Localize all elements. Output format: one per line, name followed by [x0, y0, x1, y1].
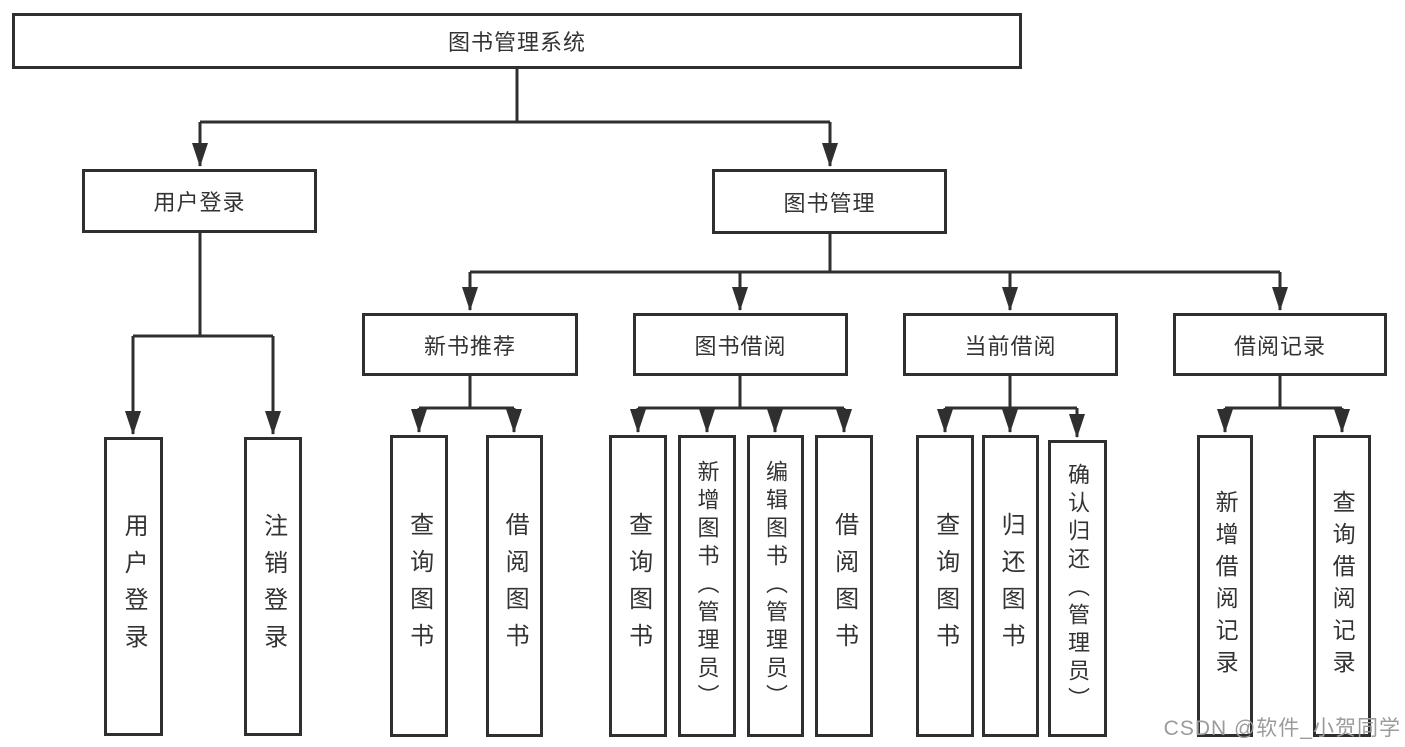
- node-label: 用户登录: [153, 190, 246, 215]
- node-new-book-recommend: 新书推荐: [362, 313, 578, 376]
- leaf-logout: 注销登录: [244, 437, 302, 736]
- node-label: 当前借阅: [964, 333, 1057, 359]
- leaf-edit-book-admin: 编辑图书（管理员）: [747, 435, 804, 737]
- leaf-add-book-admin: 新增图书（管理员）: [678, 435, 736, 737]
- leaf-label: 用户登录: [120, 512, 148, 661]
- leaf-label: 查询图书: [624, 512, 652, 660]
- leaf-label: 编辑图书（管理员）: [763, 460, 789, 712]
- leaf-query-book-1: 查询图书: [390, 435, 448, 737]
- leaf-return-book: 归还图书: [982, 435, 1039, 737]
- leaf-label: 借阅图书: [830, 512, 858, 660]
- leaf-label: 查询图书: [405, 512, 433, 660]
- leaf-label: 查询图书: [931, 512, 959, 660]
- leaf-borrow-book-1: 借阅图书: [486, 435, 543, 737]
- leaf-label: 新增借阅记录: [1212, 490, 1239, 682]
- node-library-management-system: 图书管理系统: [12, 13, 1022, 69]
- leaf-query-borrow-record: 查询借阅记录: [1313, 435, 1371, 737]
- leaf-add-borrow-record: 新增借阅记录: [1197, 435, 1253, 737]
- leaf-query-book-2: 查询图书: [609, 435, 667, 737]
- node-user-login: 用户登录: [82, 169, 317, 233]
- leaf-label: 查询借阅记录: [1329, 490, 1356, 682]
- leaf-label: 确认归还（管理员）: [1065, 462, 1091, 715]
- leaf-label: 新增图书（管理员）: [694, 460, 720, 712]
- leaf-query-book-3: 查询图书: [916, 435, 974, 737]
- node-label: 借阅记录: [1233, 333, 1326, 359]
- leaf-label: 注销登录: [259, 512, 287, 661]
- leaf-confirm-return-admin: 确认归还（管理员）: [1048, 440, 1107, 737]
- leaf-borrow-book-2: 借阅图书: [815, 435, 873, 737]
- leaf-label: 借阅图书: [501, 512, 529, 660]
- leaf-label: 归还图书: [997, 512, 1025, 660]
- node-label: 图书借阅: [694, 333, 787, 359]
- node-label: 图书管理: [783, 190, 876, 216]
- node-current-borrow: 当前借阅: [903, 313, 1118, 376]
- leaf-user-login: 用户登录: [104, 437, 163, 736]
- node-borrow-record: 借阅记录: [1173, 313, 1387, 376]
- node-label: 新书推荐: [423, 333, 516, 359]
- node-book-borrow: 图书借阅: [633, 313, 848, 376]
- csdn-watermark: CSDN @软件_小贺同学: [1163, 717, 1401, 740]
- node-label: 图书管理系统: [447, 30, 586, 55]
- node-book-management: 图书管理: [712, 169, 947, 234]
